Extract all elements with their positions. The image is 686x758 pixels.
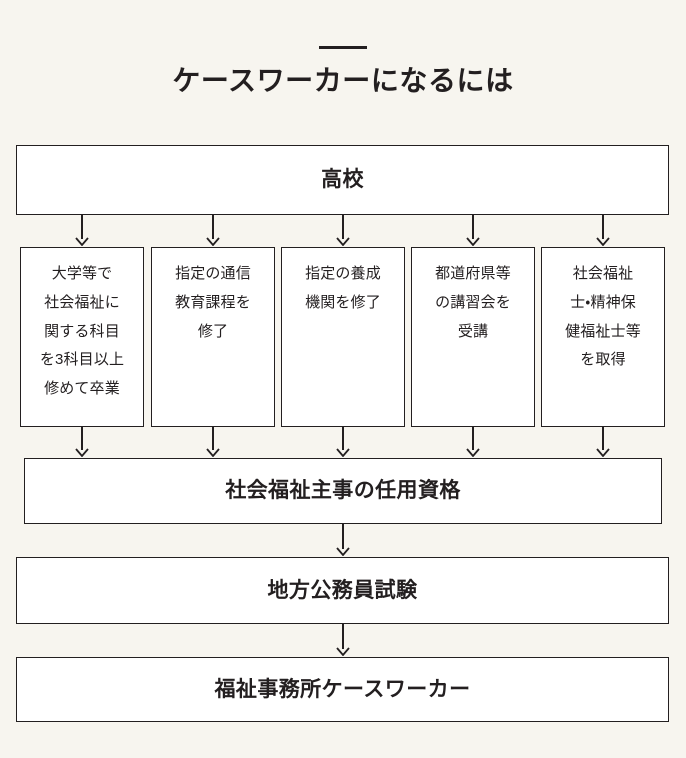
node-route-training-institution-label: 指定の養成機関を修了 <box>305 265 381 311</box>
arrow-down-icon <box>336 427 350 458</box>
arrow-down-icon <box>336 524 350 557</box>
arrow-head <box>466 237 480 246</box>
arrow-head <box>596 448 610 457</box>
arrow-down-icon <box>75 215 89 247</box>
page-header: ケースワーカーになるには <box>0 0 686 98</box>
arrow-down-icon <box>206 427 220 458</box>
node-route-correspondence-course: 指定の通信教育課程を修了 <box>151 247 275 427</box>
arrow-shaft <box>342 427 344 450</box>
arrow-head <box>336 448 350 457</box>
arrow-head <box>336 647 350 656</box>
arrow-head <box>206 237 220 246</box>
node-route-university-label: 大学等で社会福祉に関する科目を3科目以上修めて卒業 <box>39 265 125 398</box>
arrow-shaft <box>212 215 214 239</box>
arrow-shaft <box>212 427 214 450</box>
node-welfare-office-caseworker-label: 福祉事務所ケースワーカー <box>214 677 471 701</box>
title-divider-rule <box>319 46 367 49</box>
arrow-shaft <box>342 215 344 239</box>
arrow-head <box>466 448 480 457</box>
arrow-head <box>75 237 89 246</box>
arrow-shaft <box>472 215 474 239</box>
node-route-certified-social-worker: 社会福祉士・精神保健福祉士等を取得 <box>541 247 665 427</box>
arrow-down-icon <box>596 427 610 458</box>
arrow-down-icon <box>336 215 350 247</box>
node-route-training-institution: 指定の養成機関を修了 <box>281 247 405 427</box>
node-route-prefectural-seminar-label: 都道府県等の講習会を受講 <box>435 265 511 340</box>
node-welfare-office-caseworker: 福祉事務所ケースワーカー <box>16 657 669 722</box>
arrow-down-icon <box>466 215 480 247</box>
page-title: ケースワーカーになるには <box>172 65 514 96</box>
arrow-shaft <box>602 215 604 239</box>
arrow-down-icon <box>596 215 610 247</box>
arrow-shaft <box>342 624 344 649</box>
arrow-shaft <box>602 427 604 450</box>
node-route-certified-social-worker-label: 社会福祉士・精神保健福祉士等を取得 <box>565 265 641 369</box>
arrow-shaft <box>81 427 83 450</box>
arrow-head <box>75 448 89 457</box>
node-local-civil-service-exam: 地方公務員試験 <box>16 557 669 624</box>
arrow-head <box>206 448 220 457</box>
arrow-down-icon <box>206 215 220 247</box>
node-social-welfare-officer-qualification-label: 社会福祉主事の任用資格 <box>225 479 461 503</box>
arrow-shaft <box>472 427 474 450</box>
node-local-civil-service-exam-label: 地方公務員試験 <box>267 578 418 602</box>
node-social-welfare-officer-qualification: 社会福祉主事の任用資格 <box>24 458 662 524</box>
node-route-university: 大学等で社会福祉に関する科目を3科目以上修めて卒業 <box>20 247 144 427</box>
arrow-down-icon <box>75 427 89 458</box>
arrow-shaft <box>342 524 344 549</box>
node-route-prefectural-seminar: 都道府県等の講習会を受講 <box>411 247 535 427</box>
arrow-head <box>336 547 350 556</box>
node-high-school: 高校 <box>16 145 669 215</box>
arrow-head <box>336 237 350 246</box>
arrow-down-icon <box>336 624 350 657</box>
arrow-down-icon <box>466 427 480 458</box>
arrow-shaft <box>81 215 83 239</box>
node-high-school-label: 高校 <box>321 168 364 192</box>
node-route-correspondence-course-label: 指定の通信教育課程を修了 <box>175 265 251 340</box>
arrow-head <box>596 237 610 246</box>
